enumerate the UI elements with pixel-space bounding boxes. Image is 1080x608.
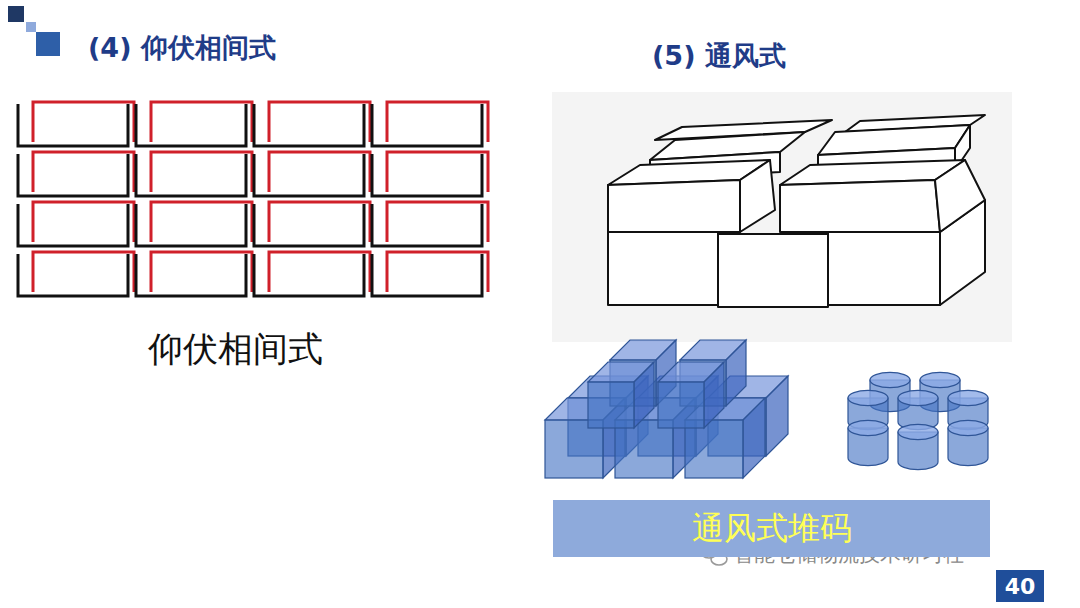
cube-side	[726, 340, 746, 406]
cube-front	[545, 420, 603, 478]
inverted-u	[269, 202, 370, 242]
figure-caption: 仰伏相间式	[148, 326, 323, 373]
cube-side	[766, 376, 788, 456]
cube-side	[743, 398, 765, 478]
cube-front	[658, 382, 704, 428]
inverted-u	[33, 202, 134, 242]
alternating-u-grid	[18, 102, 488, 296]
box-stack-drawing	[608, 115, 985, 307]
cylinder-top	[870, 372, 910, 387]
cube-front	[615, 420, 673, 478]
inverted-u	[151, 102, 252, 142]
inverted-u	[269, 252, 370, 292]
inverted-u	[33, 102, 134, 142]
deco-square	[36, 32, 60, 56]
inverted-u	[387, 252, 488, 292]
cylinder-top	[848, 420, 888, 435]
cylinder-top	[948, 420, 988, 435]
inverted-u	[151, 252, 252, 292]
section-heading: (4) 仰伏相间式	[88, 30, 276, 66]
cylinder-top	[948, 390, 988, 405]
inverted-u	[387, 152, 488, 192]
scan-ground	[552, 92, 1012, 342]
node-text: 40	[1005, 574, 1036, 599]
cylinder-top	[898, 424, 938, 439]
inverted-u	[33, 252, 134, 292]
inverted-u	[387, 102, 488, 142]
inverted-u	[269, 152, 370, 192]
ventilated-cubes	[545, 340, 788, 478]
section-heading: (5) 通风式	[652, 38, 786, 74]
deco-square	[8, 6, 24, 22]
cube-front	[588, 382, 634, 428]
node-text: 通风式堆码	[692, 507, 852, 551]
cube-side	[634, 362, 654, 428]
inverted-u	[151, 202, 252, 242]
inverted-u	[151, 152, 252, 192]
page-number-box: 40	[996, 570, 1044, 602]
cylinder-top	[898, 390, 938, 405]
cube-side	[704, 362, 724, 428]
cylinder-top	[920, 372, 960, 387]
cylinder-top	[848, 390, 888, 405]
caption-band: 通风式堆码	[553, 500, 990, 557]
ventilated-cylinders	[848, 372, 988, 469]
cube-front	[685, 420, 743, 478]
inverted-u	[269, 102, 370, 142]
inverted-u	[387, 202, 488, 242]
inverted-u	[33, 152, 134, 192]
deco-square	[26, 22, 36, 32]
